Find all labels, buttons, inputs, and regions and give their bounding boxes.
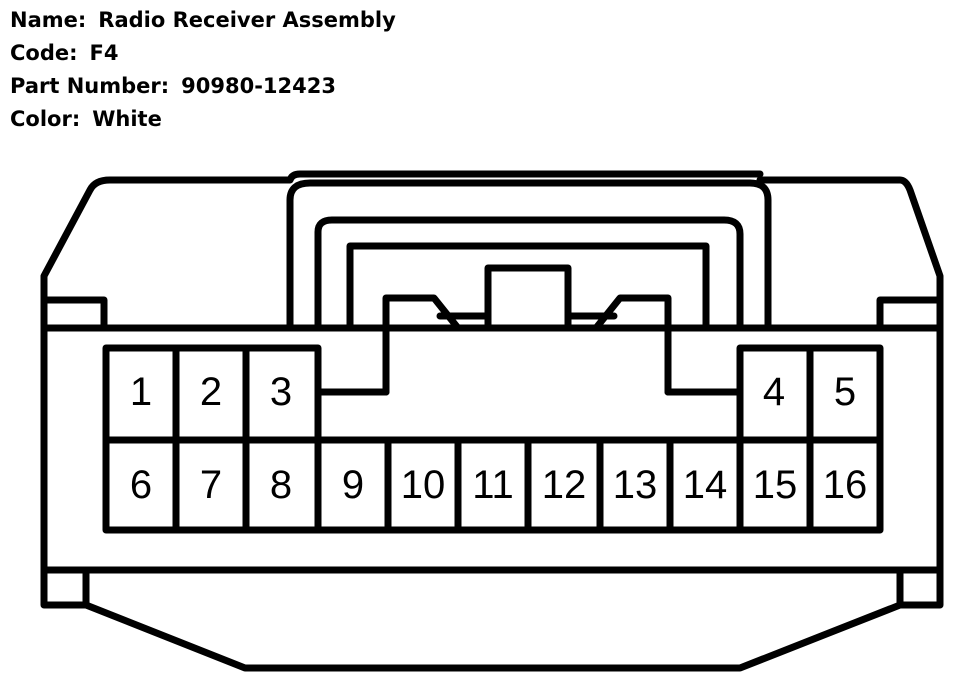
pin-7-label: 7 [200, 463, 222, 507]
code-value: F4 [89, 41, 119, 65]
pin-13-label: 13 [613, 463, 658, 507]
pin-4-label: 4 [763, 370, 785, 414]
color-row: Color: White [10, 103, 396, 136]
pin-12-label: 12 [542, 463, 587, 507]
name-row: Name: Radio Receiver Assembly [10, 4, 396, 37]
part-number-value: 90980-12423 [181, 74, 336, 98]
color-value: White [92, 107, 162, 131]
pin-2-label: 2 [200, 370, 222, 414]
pin-3-label: 3 [270, 370, 292, 414]
name-label: Name: [10, 8, 87, 32]
pin-16-label: 16 [823, 463, 868, 507]
pin-5-label: 5 [834, 370, 856, 414]
code-row: Code: F4 [10, 37, 396, 70]
code-label: Code: [10, 41, 78, 65]
pin-15-label: 15 [753, 463, 798, 507]
latch-tower [286, 179, 772, 332]
latch-inner [314, 216, 744, 332]
pin-11-label: 11 [472, 463, 514, 507]
pin-1-label: 1 [130, 370, 152, 414]
pin-10-label: 10 [401, 463, 446, 507]
bottom-skirt [82, 601, 904, 672]
color-label: Color: [10, 107, 81, 131]
pin-grid [102, 344, 884, 534]
right-ledge [876, 296, 944, 332]
pin-9-label: 9 [342, 463, 364, 507]
connector-info: Name: Radio Receiver Assembly Code: F4 Par… [10, 4, 396, 136]
part-number-label: Part Number: [10, 74, 170, 98]
name-value: Radio Receiver Assembly [98, 8, 396, 32]
latch-slot [346, 242, 710, 332]
part-number-row: Part Number: 90980-12423 [10, 70, 396, 103]
pin-8-label: 8 [270, 463, 292, 507]
latch-tab [382, 264, 672, 396]
left-ledge [40, 296, 108, 332]
pin-14-label: 14 [683, 463, 728, 507]
housing-outline [40, 170, 944, 609]
pin-6-label: 6 [130, 463, 152, 507]
